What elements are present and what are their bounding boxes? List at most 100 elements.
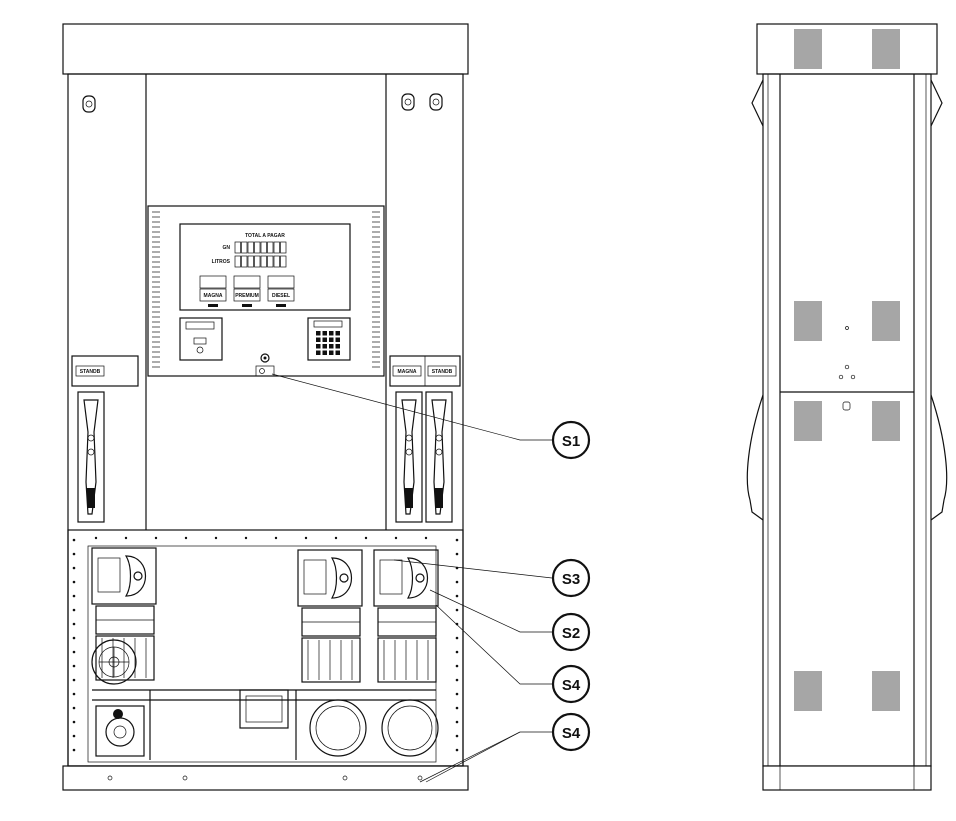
rivet	[94, 536, 98, 540]
digit-cell	[280, 255, 287, 268]
rivet	[455, 734, 459, 738]
rivet	[455, 650, 459, 654]
callout-s4: S4	[551, 712, 591, 752]
svg-text:S4: S4	[562, 725, 581, 742]
meter-unit	[373, 549, 439, 683]
keypad-key	[335, 331, 340, 336]
rivet	[72, 580, 76, 584]
rivet	[72, 748, 76, 752]
keypad-key	[322, 337, 327, 342]
rivet	[455, 538, 459, 542]
louver-vent	[794, 671, 822, 711]
motor	[309, 699, 367, 757]
hook-icon	[429, 93, 443, 111]
keypad-key	[335, 337, 340, 342]
digit-cell	[234, 255, 241, 268]
digit-cell	[234, 241, 241, 254]
hydraulic-compartment	[67, 529, 464, 767]
rivet	[72, 734, 76, 738]
pump-motor-left	[95, 705, 145, 757]
keypad-key	[316, 350, 321, 355]
front-canopy	[62, 23, 469, 75]
hook-icon	[82, 95, 96, 113]
keypad-key	[329, 331, 334, 336]
rivet	[72, 622, 76, 626]
meter-unit	[91, 547, 157, 681]
keypad-key	[329, 344, 334, 349]
keypad-key	[322, 350, 327, 355]
digit-cell	[280, 241, 287, 254]
keypad-key	[322, 331, 327, 336]
digit-cell	[247, 241, 254, 254]
digit-cell	[267, 255, 274, 268]
display-row-label: GN	[223, 245, 231, 251]
product-badge-right: MAGNA STANDB	[389, 355, 461, 387]
rivet	[455, 720, 459, 724]
display-screen	[179, 223, 351, 311]
svg-text:S1: S1	[562, 433, 580, 450]
display-housing	[147, 205, 385, 377]
side-body	[762, 73, 932, 767]
svg-text:S4: S4	[562, 677, 581, 694]
digit-cell	[260, 255, 267, 268]
rivet	[455, 636, 459, 640]
rivet	[455, 552, 459, 556]
callouts: S1 S3 S2 S4 S4	[271, 373, 591, 783]
rivet	[244, 536, 248, 540]
keypad-key	[316, 331, 321, 336]
nozzle	[425, 391, 453, 523]
keypad-key	[335, 350, 340, 355]
rivet	[334, 536, 338, 540]
product-block: DIESEL	[267, 275, 295, 307]
digit-cell	[241, 241, 248, 254]
rivet	[72, 594, 76, 598]
product-block: MAGNA	[199, 275, 227, 307]
product-label: DIESEL	[272, 293, 290, 299]
svg-text:S3: S3	[562, 571, 580, 588]
digit-cell	[273, 241, 280, 254]
rivet	[72, 552, 76, 556]
side-canopy	[756, 23, 938, 75]
front-view: TOTAL A PAGAR GN LITROS MAGNA PREMIUM DI…	[62, 23, 469, 791]
svg-text:S2: S2	[562, 625, 580, 642]
meter-unit	[297, 549, 363, 683]
digit-cell	[247, 255, 254, 268]
side-base	[762, 765, 932, 791]
callout-s3: S3	[551, 558, 591, 598]
rivet	[72, 538, 76, 542]
rivet	[154, 536, 158, 540]
standby-badge-left: STANDB	[71, 355, 139, 387]
svg-text:STANDB: STANDB	[432, 369, 453, 375]
louver-vent	[872, 401, 900, 441]
product-label: MAGNA	[204, 293, 223, 299]
vent-slots-right	[372, 211, 380, 368]
rivet	[72, 566, 76, 570]
rivet	[455, 748, 459, 752]
rivet	[424, 536, 428, 540]
svg-text:MAGNA: MAGNA	[398, 369, 417, 375]
rivet	[72, 706, 76, 710]
callout-s2: S2	[551, 612, 591, 652]
callout-s1: S1	[551, 420, 591, 460]
rivet	[72, 720, 76, 724]
filter-wheel	[91, 639, 137, 685]
keypad	[307, 317, 351, 361]
keypad-key	[329, 350, 334, 355]
rivet	[72, 608, 76, 612]
digit-cell	[273, 255, 280, 268]
rivet	[455, 678, 459, 682]
louver-vent	[794, 401, 822, 441]
rivet	[455, 580, 459, 584]
rivet	[455, 622, 459, 626]
keypad-key	[316, 337, 321, 342]
display-row-label: LITROS	[212, 259, 231, 265]
rivet	[72, 692, 76, 696]
digit-cell	[241, 255, 248, 268]
nozzle	[395, 391, 423, 523]
s1-point	[255, 365, 275, 377]
keypad-key	[335, 344, 340, 349]
card-reader	[179, 317, 223, 361]
louver-vent	[794, 29, 822, 69]
louver-vent	[872, 29, 900, 69]
